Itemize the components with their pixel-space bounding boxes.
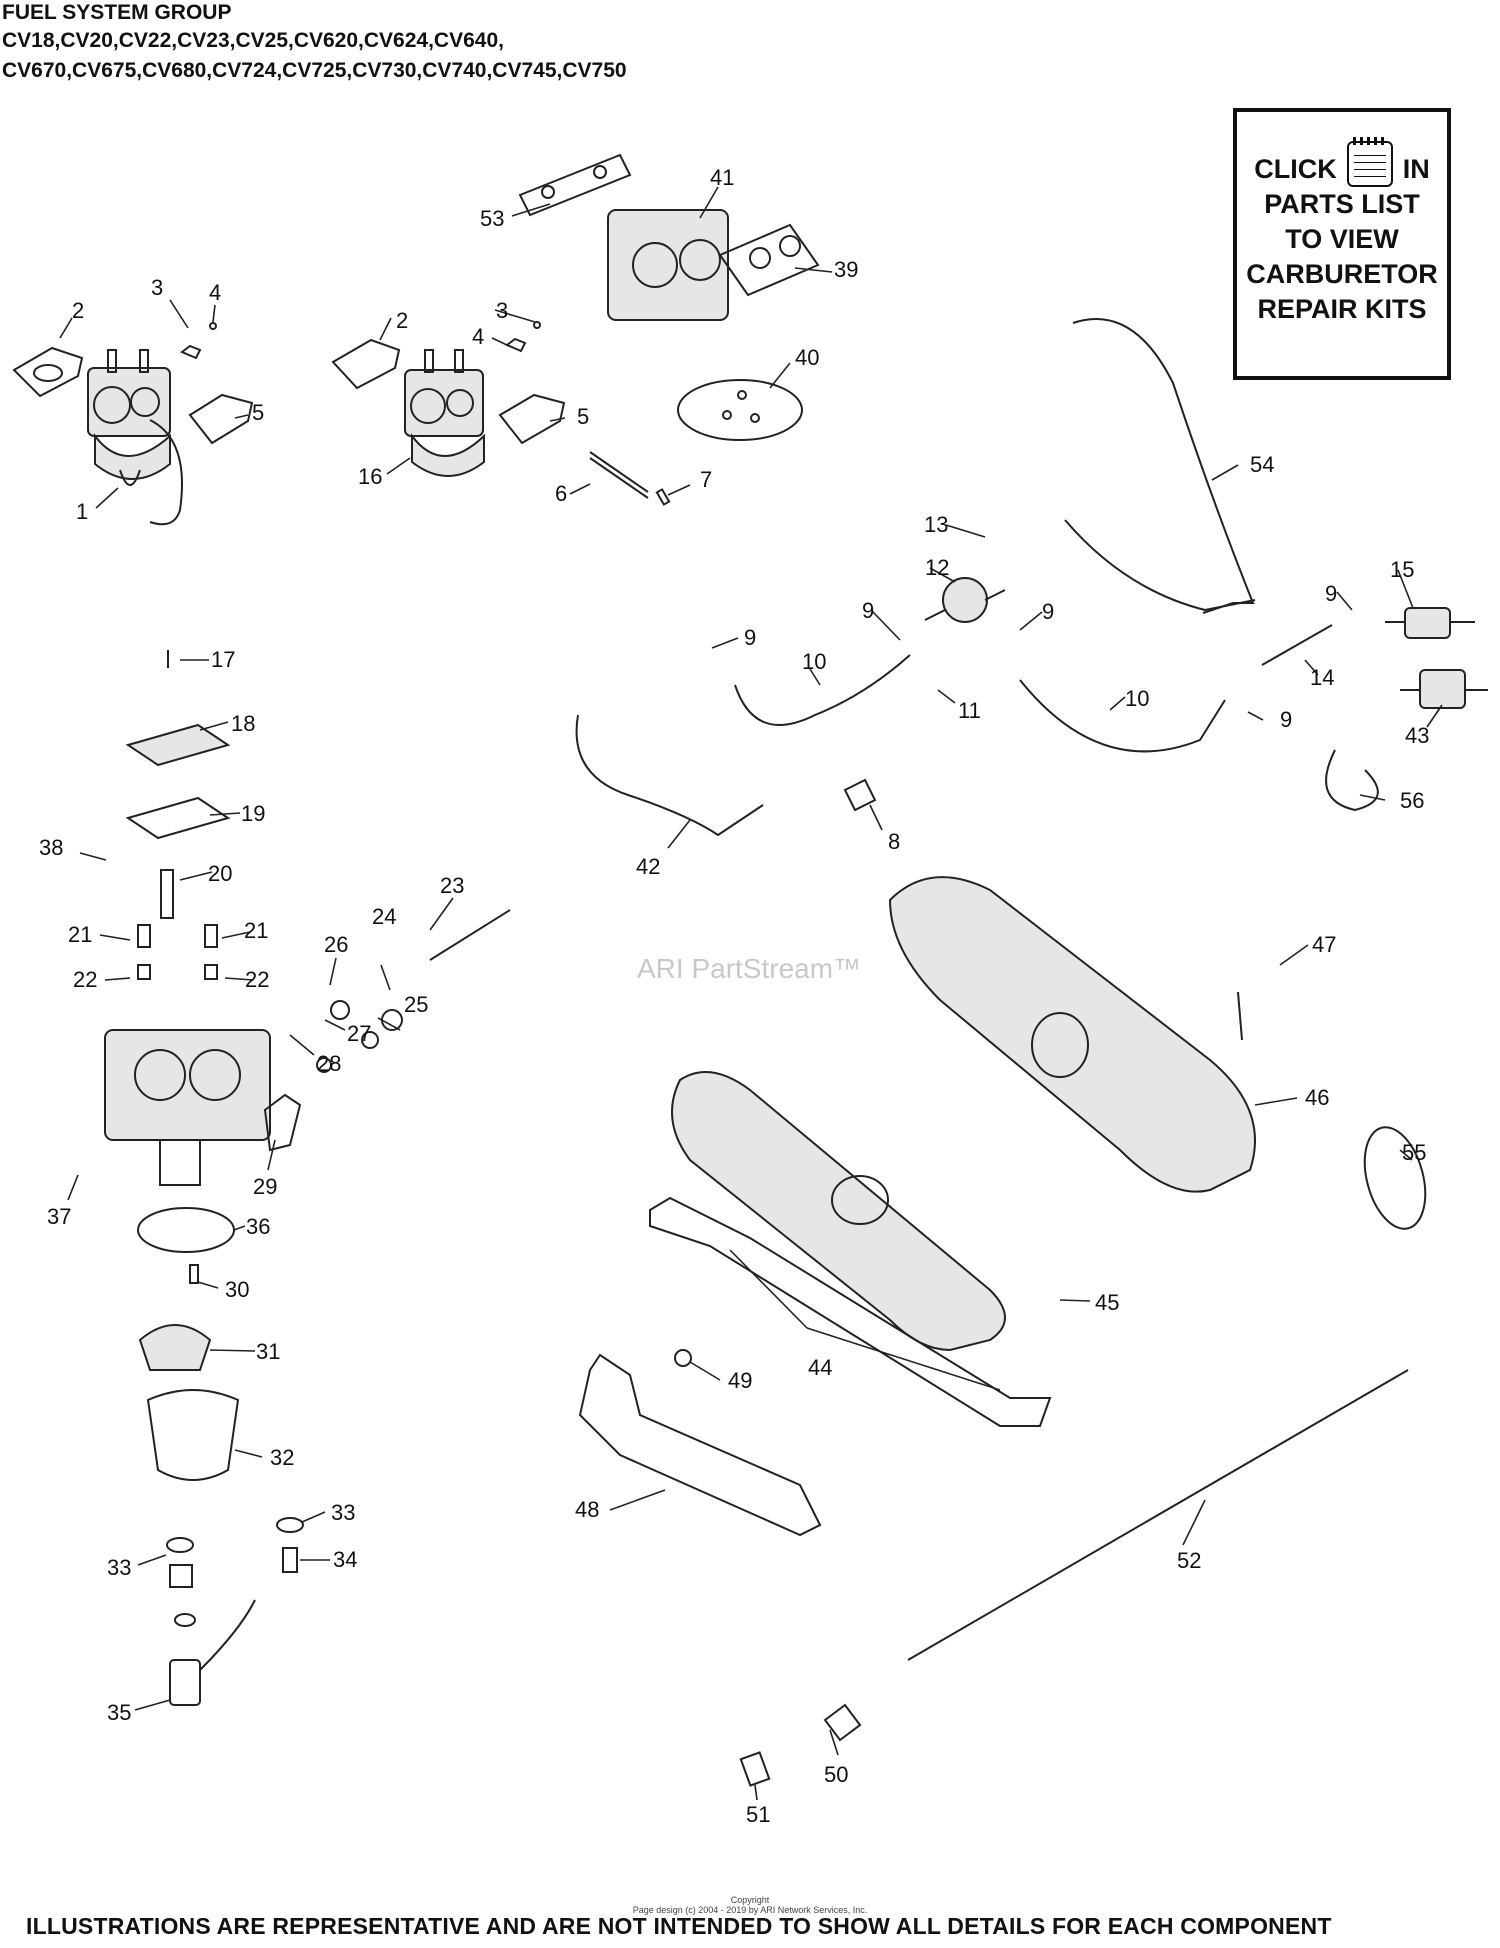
callout-33a: 33 xyxy=(331,1500,355,1525)
callout-44: 44 xyxy=(808,1355,832,1380)
callout-9e: 9 xyxy=(1280,707,1292,732)
callout-12: 12 xyxy=(925,555,949,580)
callout-37: 37 xyxy=(47,1204,71,1229)
callout-24: 24 xyxy=(372,904,396,929)
callout-18: 18 xyxy=(231,711,255,736)
callout-25: 25 xyxy=(404,992,428,1017)
callout-3: 3 xyxy=(151,275,163,300)
callout-15: 15 xyxy=(1390,557,1414,582)
callout-5: 5 xyxy=(252,400,264,425)
callout-17: 17 xyxy=(211,647,235,672)
callout-1: 1 xyxy=(76,499,88,524)
two-barrel-carburetor-illustration xyxy=(518,153,820,441)
callout-20: 20 xyxy=(208,861,232,886)
callout-45: 45 xyxy=(1095,1290,1119,1315)
callout-54: 54 xyxy=(1250,452,1274,477)
kit-box-line-5: REPAIR KITS xyxy=(1257,294,1427,324)
callout-41: 41 xyxy=(710,165,734,190)
callout-21b: 21 xyxy=(244,918,268,943)
callout-4b: 4 xyxy=(472,324,484,349)
callout-16: 16 xyxy=(358,464,382,489)
kit-box-line-2: PARTS LIST xyxy=(1264,189,1420,219)
callout-40: 40 xyxy=(795,345,819,370)
callout-29: 29 xyxy=(253,1174,277,1199)
callout-14: 14 xyxy=(1310,665,1334,690)
copyright-notice: Copyright Page design (c) 2004 - 2019 by… xyxy=(0,1895,1500,1915)
callout-10a: 10 xyxy=(802,649,826,674)
callout-55: 55 xyxy=(1402,1140,1426,1165)
part-callouts: 1 2 3 4 5 2 3 4 5 16 6 7 53 41 39 40 54 … xyxy=(39,165,1429,1827)
callout-5b: 5 xyxy=(577,404,589,429)
callout-46: 46 xyxy=(1305,1085,1329,1110)
callout-4: 4 xyxy=(209,280,221,305)
callout-36: 36 xyxy=(246,1214,270,1239)
callout-53: 53 xyxy=(480,206,504,231)
fuel-hose-illustrations xyxy=(575,318,1488,837)
callout-7: 7 xyxy=(700,467,712,492)
callout-52: 52 xyxy=(1177,1548,1201,1573)
callout-2: 2 xyxy=(72,298,84,323)
callout-9c: 9 xyxy=(1042,599,1054,624)
callout-32: 32 xyxy=(270,1445,294,1470)
carburetor-repair-kits-notice: CLICK IN PARTS LIST TO VIEW CARBURETOR R… xyxy=(1233,108,1451,380)
callout-50: 50 xyxy=(824,1762,848,1787)
kit-box-line-3: TO VIEW xyxy=(1285,224,1399,254)
kit-box-click-word: CLICK xyxy=(1254,154,1337,184)
callout-6: 6 xyxy=(555,481,567,506)
callout-22a: 22 xyxy=(73,967,97,992)
callout-56: 56 xyxy=(1400,788,1424,813)
callout-35: 35 xyxy=(107,1700,131,1725)
callout-38: 38 xyxy=(39,835,63,860)
carburetor-exploded-illustration xyxy=(104,650,511,1706)
kit-box-line-4: CARBURETOR xyxy=(1246,259,1438,289)
callout-9b: 9 xyxy=(862,598,874,623)
callout-23: 23 xyxy=(440,873,464,898)
callout-27: 27 xyxy=(347,1021,371,1046)
callout-2b: 2 xyxy=(396,308,408,333)
callout-34: 34 xyxy=(333,1547,357,1572)
callout-42: 42 xyxy=(636,854,660,879)
callout-9d: 9 xyxy=(1325,581,1337,606)
diagram-title: FUEL SYSTEM GROUP xyxy=(2,1,232,24)
copyright-line-2: Page design (c) 2004 - 2019 by ARI Netwo… xyxy=(632,1905,868,1915)
callout-31: 31 xyxy=(256,1339,280,1364)
callout-28: 28 xyxy=(317,1051,341,1076)
callout-51: 51 xyxy=(746,1802,770,1827)
intake-manifold-illustrations xyxy=(578,876,1427,1787)
callout-8: 8 xyxy=(888,829,900,854)
callout-30: 30 xyxy=(225,1277,249,1302)
notepad-icon xyxy=(1346,136,1393,187)
callout-13: 13 xyxy=(924,512,948,537)
callout-47: 47 xyxy=(1312,932,1336,957)
callout-9a: 9 xyxy=(744,625,756,650)
callout-22b: 22 xyxy=(245,967,269,992)
model-list-line-2: CV670,CV675,CV680,CV724,CV725,CV730,CV74… xyxy=(2,59,627,82)
callout-39: 39 xyxy=(834,257,858,282)
model-list-line-1: CV18,CV20,CV22,CV23,CV25,CV620,CV624,CV6… xyxy=(2,29,504,52)
kit-box-in-word: IN xyxy=(1402,154,1430,184)
callout-11: 11 xyxy=(958,698,981,723)
carburetor-assembly-illustration xyxy=(12,322,254,526)
callout-19: 19 xyxy=(241,801,265,826)
callout-10b: 10 xyxy=(1125,686,1149,711)
leader-lines xyxy=(59,186,1443,1801)
callout-49: 49 xyxy=(728,1368,752,1393)
callout-33b: 33 xyxy=(107,1555,131,1580)
watermark: ARI PartStream™ xyxy=(637,953,862,984)
copyright-line-1: Copyright xyxy=(730,1895,770,1905)
callout-26: 26 xyxy=(324,932,348,957)
callout-21a: 21 xyxy=(68,922,92,947)
callout-48: 48 xyxy=(575,1497,599,1522)
footer-disclaimer: ILLUSTRATIONS ARE REPRESENTATIVE AND ARE… xyxy=(26,1913,1332,1939)
callout-3b: 3 xyxy=(496,298,508,323)
carburetor-assembly-illustration xyxy=(331,321,671,506)
callout-43: 43 xyxy=(1405,723,1429,748)
